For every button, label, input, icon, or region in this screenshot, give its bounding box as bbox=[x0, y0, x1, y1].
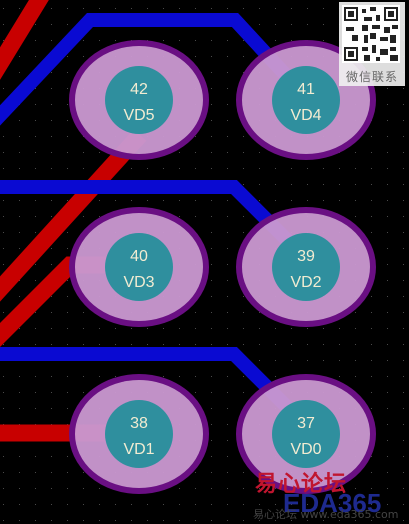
pad-designator: VD4 bbox=[290, 107, 321, 124]
top-trace-1[interactable] bbox=[0, 0, 49, 80]
top-trace-2[interactable] bbox=[0, 129, 147, 302]
pad-number: 38 bbox=[130, 415, 148, 432]
pad-drill-hole bbox=[105, 400, 173, 468]
pad-designator: VD0 bbox=[290, 441, 321, 458]
pad-number: 41 bbox=[297, 81, 315, 98]
pad-designator: VD2 bbox=[290, 274, 321, 291]
pad-drill-hole bbox=[105, 66, 173, 134]
pad-designator: VD3 bbox=[123, 274, 154, 291]
pad-number: 39 bbox=[297, 248, 315, 265]
pad-drill-hole bbox=[272, 400, 340, 468]
pad-drill-hole bbox=[272, 233, 340, 301]
pad-number: 42 bbox=[130, 81, 148, 98]
pad-drill-hole bbox=[105, 233, 173, 301]
pad-designator: VD1 bbox=[123, 441, 154, 458]
pad-designator: VD5 bbox=[123, 107, 154, 124]
pad-number: 40 bbox=[130, 248, 148, 265]
pad-drill-hole bbox=[272, 66, 340, 134]
pad-number: 37 bbox=[297, 415, 315, 432]
